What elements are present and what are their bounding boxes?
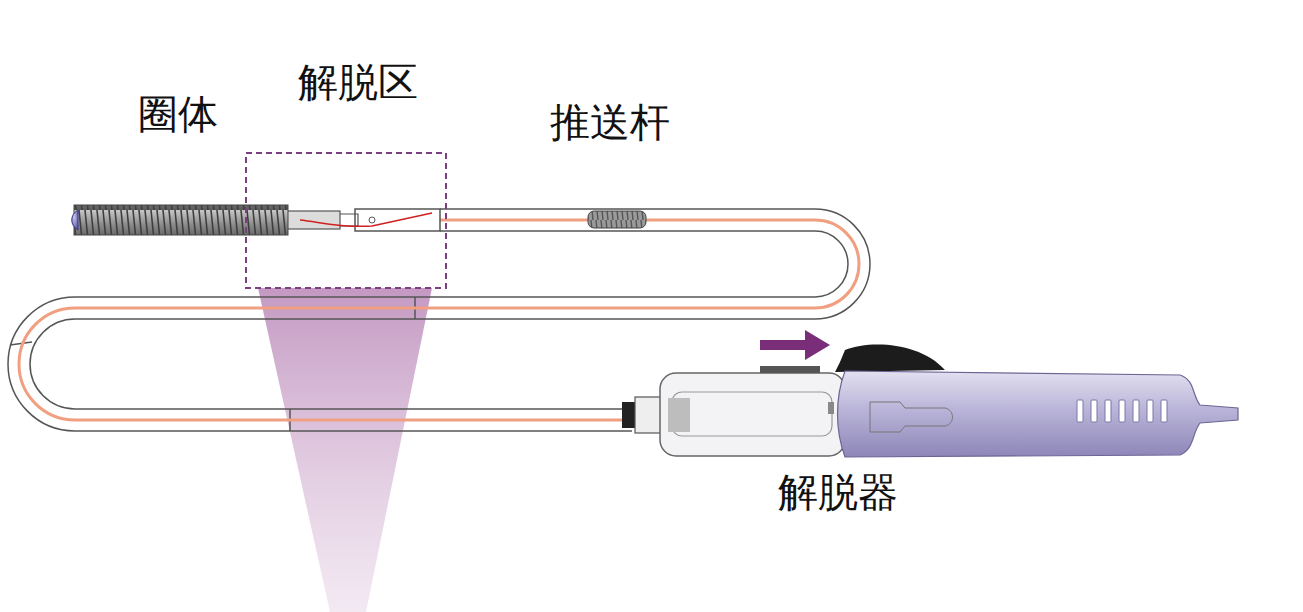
slider <box>835 345 945 372</box>
part-label: 推送杆 <box>550 100 670 144</box>
grip-slot <box>1133 400 1139 422</box>
grip-slot <box>1105 400 1111 422</box>
part-label: 解脱区 <box>298 60 418 104</box>
detach-beam <box>258 288 432 612</box>
grip-slot <box>1147 400 1153 422</box>
coil-tip <box>72 210 78 230</box>
coil-body <box>74 205 288 235</box>
detach-joint <box>282 209 440 231</box>
detacher-handle <box>622 345 1238 457</box>
grip-slot <box>1161 400 1167 422</box>
grip-slot <box>1119 400 1125 422</box>
detach-zone-frame <box>246 153 446 288</box>
part-label: 圈体 <box>138 92 218 136</box>
push-arrow <box>760 330 830 360</box>
marker-band <box>588 211 646 228</box>
part-label: 解脱器 <box>778 470 898 514</box>
grip-slot <box>1091 400 1097 422</box>
grip-slot <box>1077 400 1083 422</box>
